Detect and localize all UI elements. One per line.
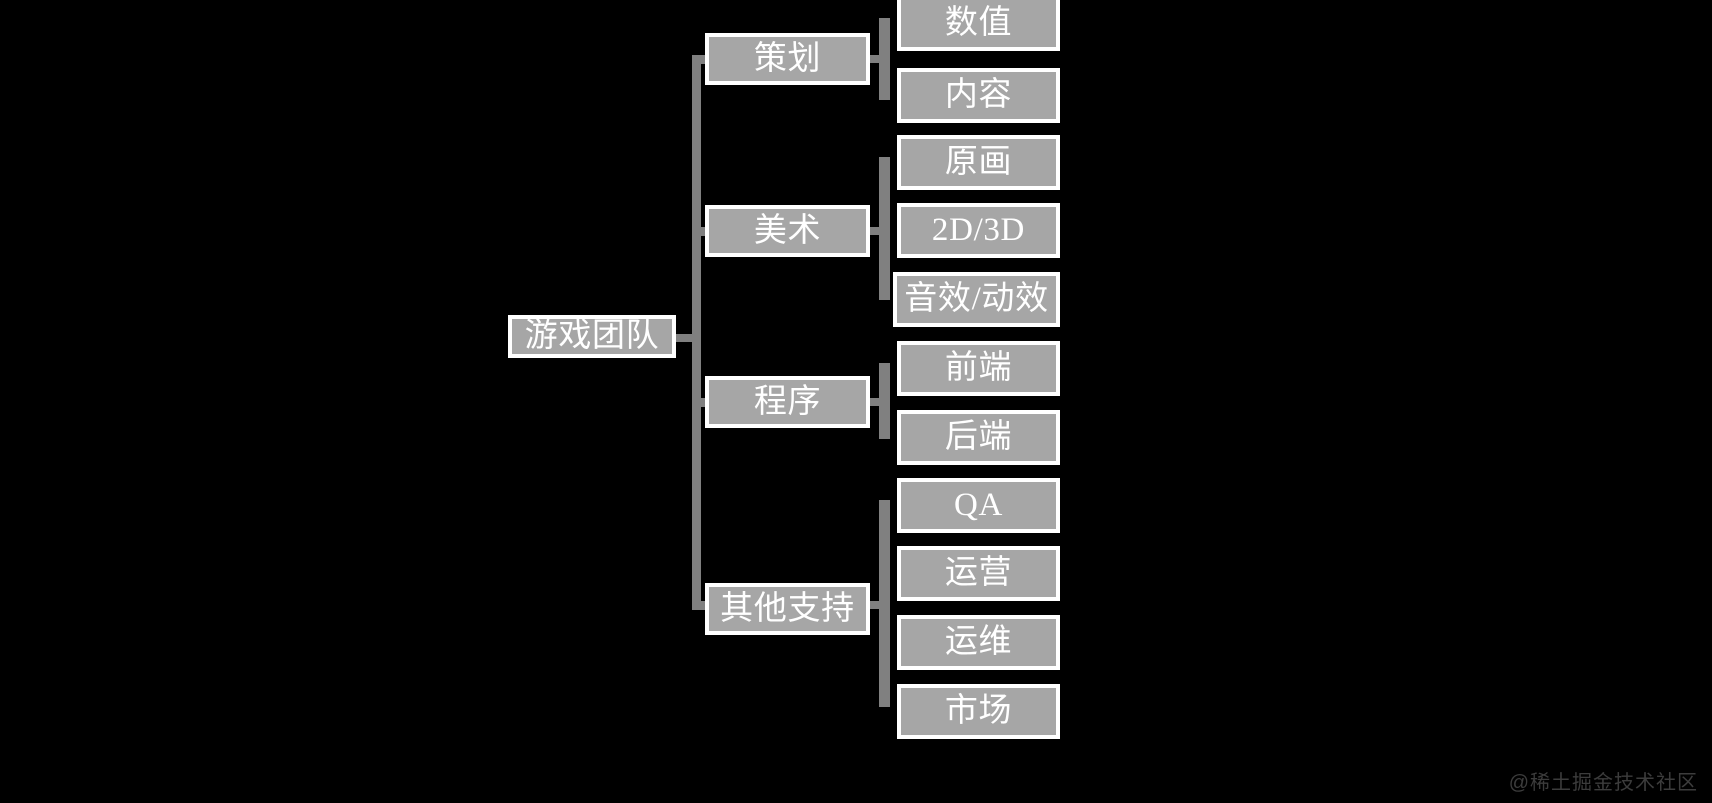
node-label: 美术	[753, 212, 822, 249]
node-label: 其他支持	[720, 590, 855, 627]
branch-node-0[interactable]: 策划	[705, 33, 870, 85]
node-label: 游戏团队	[524, 318, 660, 354]
leaf-node-0-0[interactable]: 数值	[897, 0, 1060, 51]
connector-meishu-trunk	[879, 157, 890, 300]
node-label: 数值	[944, 5, 1013, 41]
connector-meishu-stub	[870, 227, 884, 235]
node-root[interactable]: 游戏团队	[508, 315, 676, 358]
leaf-node-1-0[interactable]: 原画	[897, 135, 1060, 190]
leaf-node-2-0[interactable]: 前端	[897, 341, 1060, 396]
leaf-node-3-3[interactable]: 市场	[897, 684, 1060, 739]
connector-trunk-to-meishu	[692, 227, 706, 236]
node-label: 程序	[753, 383, 822, 420]
node-label: 后端	[944, 419, 1013, 455]
node-label: 运维	[944, 624, 1013, 660]
node-label: 音效/动效	[904, 281, 1049, 317]
watermark: @稀土掘金技术社区	[1508, 772, 1698, 794]
connector-trunk-to-chengxu	[692, 398, 706, 407]
connector-trunk-to-qita	[692, 601, 706, 610]
connector-qita-stub	[870, 601, 884, 609]
node-label: 内容	[944, 77, 1013, 113]
connector-root-trunk	[692, 59, 701, 610]
branch-node-3[interactable]: 其他支持	[705, 583, 870, 635]
connector-chengxu-trunk	[879, 363, 890, 439]
node-label: 市场	[944, 693, 1013, 729]
node-label: 策划	[753, 40, 822, 77]
node-label: 前端	[944, 350, 1013, 386]
branch-node-2[interactable]: 程序	[705, 376, 870, 428]
node-label: 2D/3D	[931, 212, 1026, 248]
leaf-node-3-1[interactable]: 运营	[897, 546, 1060, 601]
node-label: QA	[954, 487, 1003, 523]
connector-chengxu-stub	[870, 398, 884, 406]
leaf-node-1-2[interactable]: 音效/动效	[893, 272, 1060, 327]
branch-node-1[interactable]: 美术	[705, 205, 870, 257]
connector-qita-trunk	[879, 500, 890, 707]
connector-cehua-trunk	[879, 18, 890, 100]
leaf-node-2-1[interactable]: 后端	[897, 410, 1060, 465]
leaf-node-1-1[interactable]: 2D/3D	[897, 203, 1060, 258]
leaf-node-3-0[interactable]: QA	[897, 478, 1060, 533]
connector-root-stub	[676, 334, 692, 342]
leaf-node-0-1[interactable]: 内容	[897, 68, 1060, 123]
leaf-node-3-2[interactable]: 运维	[897, 615, 1060, 670]
connector-cehua-stub	[870, 55, 884, 63]
node-label: 运营	[944, 555, 1013, 591]
connector-trunk-to-cehua	[692, 55, 706, 64]
node-label: 原画	[944, 144, 1013, 180]
